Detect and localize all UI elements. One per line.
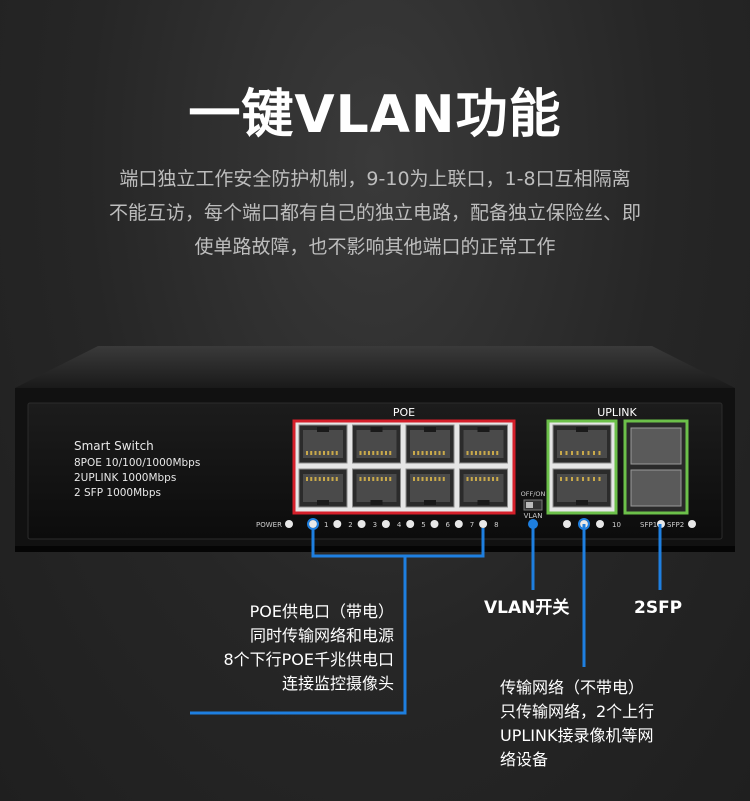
sfp-label: SFP1 xyxy=(640,521,657,529)
rj45-port xyxy=(298,424,348,464)
rj45-port xyxy=(352,468,401,508)
callout-lines xyxy=(190,524,662,715)
sfp-port xyxy=(630,427,682,465)
vlan-callout-text: VLAN开关 xyxy=(484,598,570,618)
uplink-callout-line-text: UPLINK接录像机等网 xyxy=(500,726,654,745)
poe-callout-line-text: 同时传输网络和电源 xyxy=(249,626,394,645)
poe-bracket-line xyxy=(311,528,485,558)
port-number: 3 xyxy=(373,521,377,529)
uplink-callout-text: 传输网络（不带电） 只传输网络，2个上行 UPLINK接录像机等网 络设备 xyxy=(500,676,730,772)
device-info-line: Smart Switch xyxy=(74,439,154,453)
device-info-line: 2UPLINK 1000Mbps xyxy=(74,472,176,484)
uplink-ports xyxy=(552,424,612,508)
uplink-led xyxy=(563,520,571,528)
rj45-port xyxy=(459,468,508,508)
rj45-port xyxy=(552,468,612,508)
sfp-label: SFP2 xyxy=(667,521,684,529)
port-led xyxy=(357,520,366,528)
sfp-port xyxy=(630,469,682,507)
uplink-callout-line-text: 传输网络（不带电） xyxy=(500,678,645,697)
port-led xyxy=(309,520,317,528)
poe-group-label: POE xyxy=(393,406,415,419)
port-number: 6 xyxy=(446,521,451,529)
power-label: POWER xyxy=(256,521,282,529)
sfp-led xyxy=(688,520,696,528)
uplink-port-number: 10 xyxy=(612,521,621,529)
uplink-callout-line-text: 络设备 xyxy=(500,750,549,769)
poe-callout-line-text: 8个下行POE千兆供电口 xyxy=(223,650,394,669)
port-number: 7 xyxy=(470,521,474,529)
chassis-top xyxy=(15,346,735,388)
uplink-callout-dot xyxy=(578,518,590,530)
rj45-port xyxy=(459,424,508,464)
device-info-line: 2 SFP 1000Mbps xyxy=(74,487,161,499)
chassis-base xyxy=(15,546,735,552)
power-led xyxy=(285,520,293,528)
uplink-group-label: UPLINK xyxy=(597,406,637,419)
port-led-row: 1 2 3 4 5 6 7 8 xyxy=(309,520,499,529)
port-led xyxy=(454,520,463,528)
port-number: 8 xyxy=(494,521,498,529)
uplink-callout-line-text: 只传输网络，2个上行 xyxy=(500,702,655,721)
vlan-toggle-knob xyxy=(526,502,533,508)
vlan-switch-label-top: OFF/ON xyxy=(521,490,546,498)
device-info-line: 8POE 10/100/1000Mbps xyxy=(74,457,200,469)
port-led xyxy=(430,520,439,528)
poe-ports xyxy=(298,424,508,508)
page-title: 一键VLAN功能 xyxy=(188,85,562,145)
description-line: 端口独立工作安全防护机制，9-10为上联口，1-8口互相隔离 xyxy=(119,168,631,190)
rj45-port xyxy=(552,424,612,464)
vlan-switch-label-bottom: VLAN xyxy=(524,512,543,520)
rj45-port xyxy=(405,424,455,464)
sfp-callout-text: 2SFP xyxy=(634,598,683,618)
uplink-led xyxy=(596,520,604,528)
poe-callout-line xyxy=(190,556,407,715)
port-number: 5 xyxy=(421,521,425,529)
poe-callout-dot xyxy=(307,518,319,530)
description: 端口独立工作安全防护机制，9-10为上联口，1-8口互相隔离 不能互访，每个端口… xyxy=(40,162,710,264)
rj45-port xyxy=(405,468,455,508)
description-line: 不能互访，每个端口都有自己的独立电路，配备独立保险丝、即 xyxy=(108,202,641,224)
port-led xyxy=(333,520,342,528)
port-number: 4 xyxy=(397,521,402,529)
rj45-port xyxy=(352,424,401,464)
port-led xyxy=(381,520,390,528)
port-number: 2 xyxy=(348,521,352,529)
description-line: 使单路故障，也不影响其他端口的正常工作 xyxy=(194,236,556,258)
port-led xyxy=(406,520,415,528)
rj45-port xyxy=(298,468,348,508)
port-led xyxy=(479,520,488,528)
port-number: 1 xyxy=(324,521,328,529)
poe-callout-text: POE供电口（带电） 同时传输网络和电源 8个下行POE千兆供电口 连接监控摄像… xyxy=(180,600,394,696)
poe-callout-line-text: 连接监控摄像头 xyxy=(281,674,394,693)
poe-callout-line-text: POE供电口（带电） xyxy=(249,602,394,621)
vlan-callout-dot xyxy=(528,519,538,529)
